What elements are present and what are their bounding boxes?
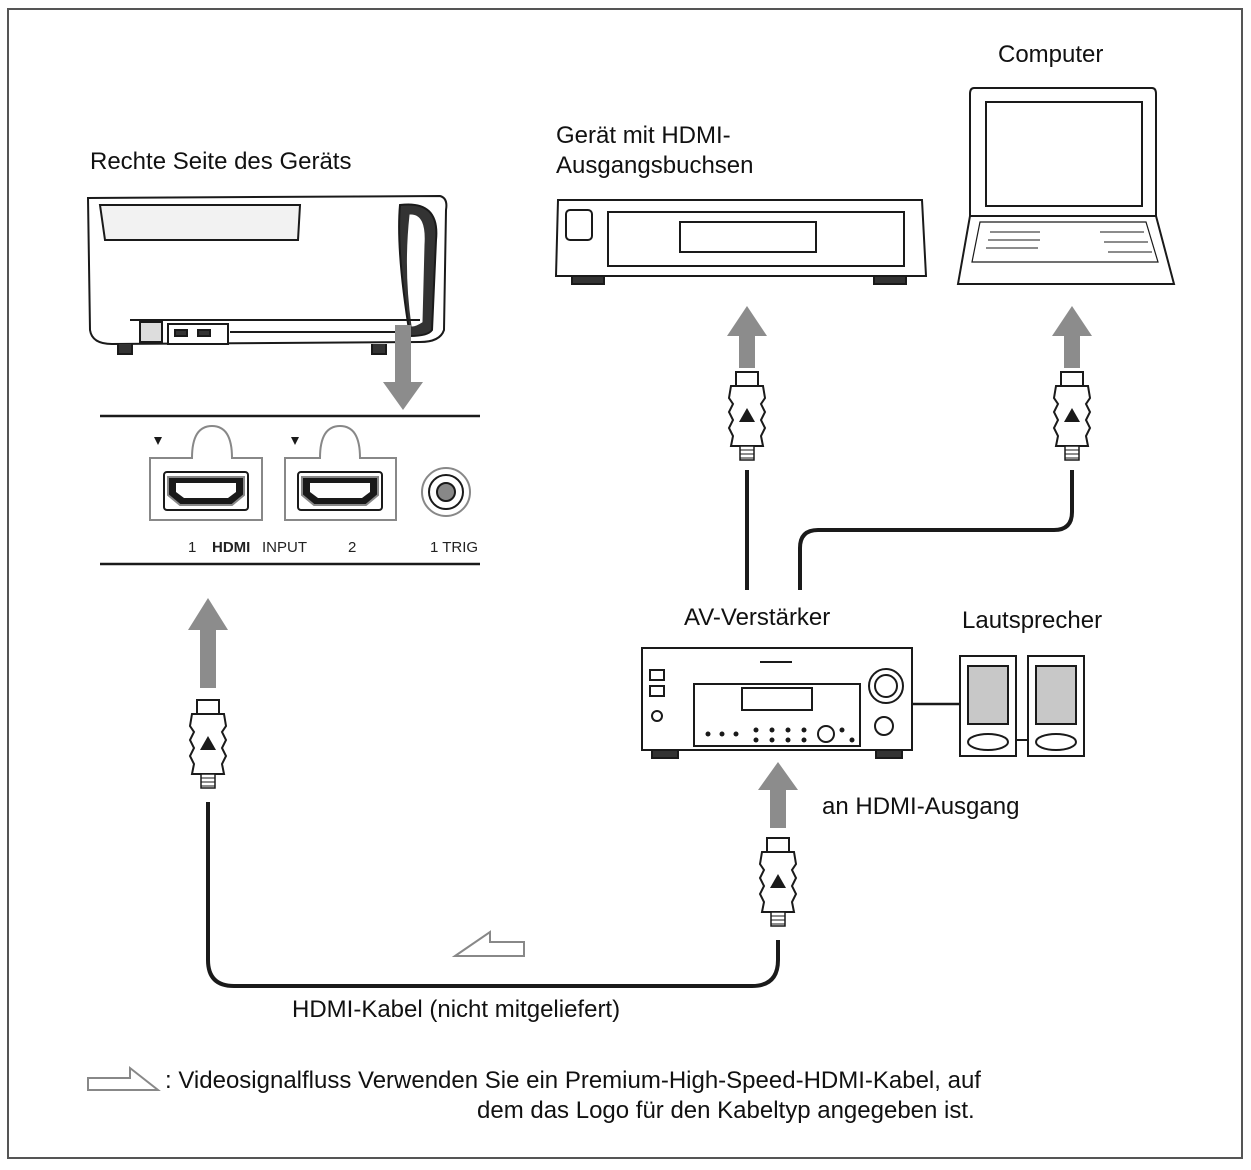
trigger-label: 1 TRIG	[430, 539, 478, 556]
legend-line-1: : Videosignalfluss Verwenden Sie ein Pre…	[165, 1067, 981, 1094]
diagram-frame	[7, 8, 1243, 1159]
port-2-label: 2	[348, 539, 356, 556]
hdmi-cable-label: HDMI-Kabel (nicht mitgeliefert)	[292, 996, 621, 1023]
legend-line-2: dem das Logo für den Kabeltyp angegeben …	[477, 1097, 975, 1124]
hdmi-plug-device	[728, 371, 766, 461]
hdmi-output-device-illustration	[554, 199, 928, 285]
arrow-up-computer	[1052, 306, 1092, 368]
arrow-up-projector	[188, 598, 228, 688]
speaker-left	[959, 655, 1017, 757]
av-amplifier-label: AV-Verstärker	[684, 604, 831, 631]
input-panel: 1 HDMI INPUT 2 1 TRIG	[100, 414, 480, 566]
hdmi-device-label: Gerät mit HDMI- Ausgangsbuchsen	[556, 122, 754, 179]
speakers-label: Lautsprecher	[962, 607, 1103, 634]
legend-flow-icon	[87, 1065, 161, 1091]
input-label: INPUT	[262, 539, 307, 556]
arrow-up-amplifier	[758, 762, 798, 828]
hdmi-cable-lines	[206, 470, 1074, 988]
hdmi-plug-projector	[189, 699, 227, 789]
port-2-marker	[291, 437, 299, 445]
hdmi-output-label: an HDMI-Ausgang	[822, 793, 1020, 820]
signal-flow-arrow	[451, 930, 525, 957]
computer-illustration	[956, 87, 1176, 285]
port-1-marker	[154, 437, 162, 445]
projector-illustration	[86, 194, 448, 355]
hdmi-port-1	[149, 424, 263, 521]
trigger-jack	[421, 467, 471, 517]
hdmi-plug-amplifier	[759, 837, 797, 927]
legend-text: : Videosignalfluss Verwenden Sie ein Pre…	[165, 1066, 981, 1126]
speaker-right	[1027, 655, 1085, 757]
port-1-label: 1	[188, 539, 196, 556]
av-amplifier-illustration	[641, 647, 913, 759]
projector-side-label: Rechte Seite des Geräts	[90, 148, 352, 175]
hdmi-port-2	[284, 424, 397, 521]
computer-label: Computer	[998, 41, 1104, 68]
hdmi-plug-computer	[1053, 371, 1091, 461]
arrow-up-device	[727, 306, 767, 368]
hdmi-logo: HDMI	[212, 539, 250, 556]
arrow-down-projector	[383, 325, 423, 410]
